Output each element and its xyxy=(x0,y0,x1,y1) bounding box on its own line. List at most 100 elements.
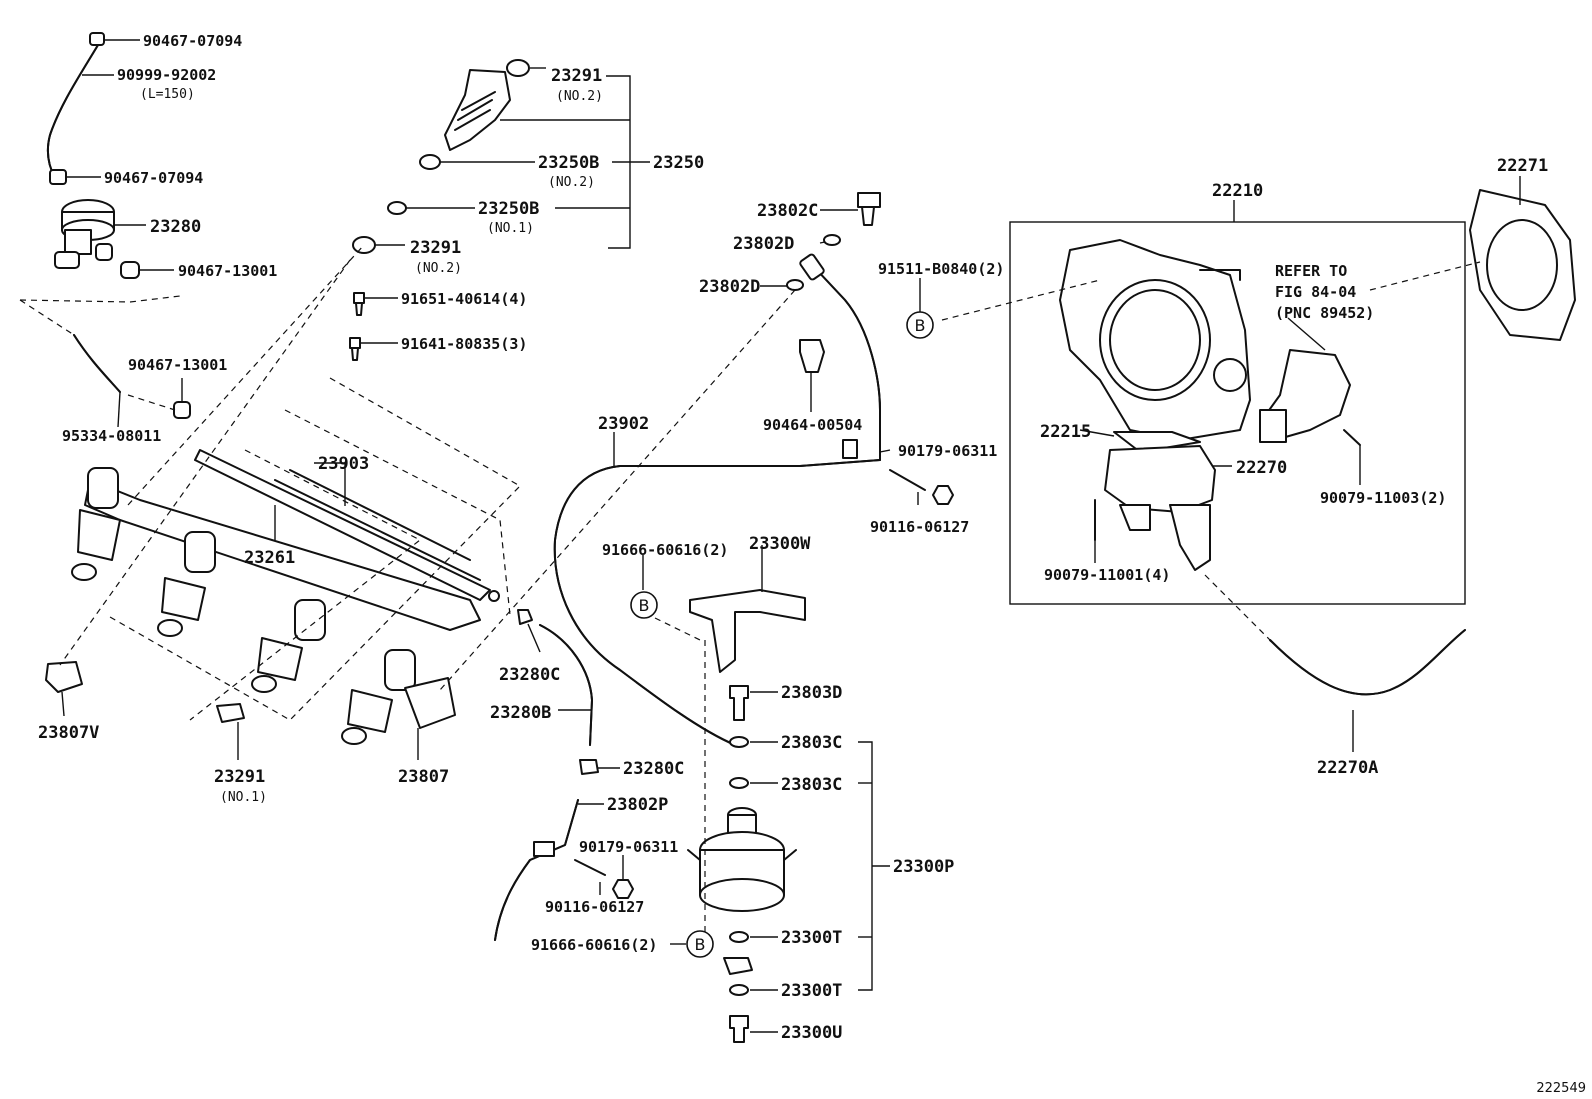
gasket-22271 xyxy=(1469,189,1576,341)
label-23300t-a: 23300T xyxy=(781,928,842,948)
label-23902: 23902 xyxy=(598,414,649,434)
note-l-150: (L=150) xyxy=(140,87,195,102)
part-drawings xyxy=(45,32,1576,1043)
label-23807: 23807 xyxy=(398,767,449,787)
idle-air-control-22270 xyxy=(1104,445,1216,571)
label-23300w: 23300W xyxy=(749,534,811,554)
ref-marker-b-top: B xyxy=(906,311,934,339)
pressure-regulator xyxy=(54,199,115,269)
label-90079-11003: 90079-11003(2) xyxy=(1320,489,1446,507)
pipe-union xyxy=(799,253,825,281)
note-23291-bot: (NO.1) xyxy=(220,790,267,805)
nut-90179-b xyxy=(612,879,634,899)
throttle-body-22210 xyxy=(1059,239,1251,441)
label-22271: 22271 xyxy=(1497,156,1548,176)
gasket-23300t-b xyxy=(729,984,749,996)
label-23802p: 23802P xyxy=(607,795,668,815)
label-90467-13001-a: 90467-13001 xyxy=(178,262,277,280)
filter-bracket-23300w xyxy=(689,589,806,673)
label-23291-mid: 23291 xyxy=(410,238,461,258)
gasket-23300t-a xyxy=(729,931,749,943)
label-23903: 23903 xyxy=(318,454,369,474)
note-23250b-no1: (NO.1) xyxy=(487,221,534,236)
label-23280c-a: 23280C xyxy=(499,665,560,685)
leader-lines xyxy=(61,39,1521,1033)
refer-note-line2: FIG 84-04 xyxy=(1275,283,1356,301)
label-90464-00504: 90464-00504 xyxy=(763,416,862,434)
label-90467-13001-b: 90467-13001 xyxy=(128,356,227,374)
union-bolt-23802c xyxy=(857,192,881,226)
part-labels: 90467-07094 90999-92002 (L=150) 90467-07… xyxy=(38,32,1548,1043)
bolt-91641 xyxy=(349,337,361,361)
throttle-body-box xyxy=(1009,221,1466,605)
fuel-rail-assembly xyxy=(71,449,500,745)
label-90116-06127-a: 90116-06127 xyxy=(870,518,969,536)
label-23280: 23280 xyxy=(150,217,201,237)
diagram-id: 222549 xyxy=(1536,1081,1586,1096)
svg-text:B: B xyxy=(639,596,650,615)
bracket-lines xyxy=(500,75,890,991)
pipe-bracket xyxy=(842,439,858,459)
label-91651-40614: 91651-40614(4) xyxy=(401,290,527,308)
bolt-91651 xyxy=(353,292,365,316)
note-23291-mid: (NO.2) xyxy=(415,261,462,276)
ref-marker-b-mid: B xyxy=(630,591,658,619)
label-23261: 23261 xyxy=(244,548,295,568)
hose-clamp-mid xyxy=(49,169,67,185)
ref-marker-b-bottom: B xyxy=(686,930,714,958)
label-22270a: 22270A xyxy=(1317,758,1378,778)
hose-clamp-regulator xyxy=(120,261,140,279)
label-90116-06127-b: 90116-06127 xyxy=(545,898,644,916)
label-23291-bot: 23291 xyxy=(214,767,265,787)
clip-23280c-b xyxy=(579,759,599,775)
screw-90079-11003 xyxy=(1343,429,1361,446)
gasket-23802d-a xyxy=(823,234,841,246)
water-hose-22270a xyxy=(1269,629,1466,696)
label-90467-07094-b: 90467-07094 xyxy=(104,169,203,187)
label-23280b: 23280B xyxy=(490,703,551,723)
hose-clamp-return xyxy=(173,401,191,419)
svg-text:B: B xyxy=(695,935,706,954)
o-ring-23250b-no2 xyxy=(419,154,441,170)
label-23300p: 23300P xyxy=(893,857,954,877)
clip-23280c-a xyxy=(517,609,533,625)
label-22210: 22210 xyxy=(1212,181,1263,201)
label-91511-b0840: 91511-B0840(2) xyxy=(878,260,1004,278)
o-ring-23291-bottom xyxy=(216,703,245,723)
stud-90116-b xyxy=(574,859,606,876)
throttle-position-sensor xyxy=(1259,349,1351,443)
union-bolt-23803d xyxy=(729,685,749,721)
label-23802d-b: 23802D xyxy=(699,277,760,297)
label-91666-60616-a: 91666-60616(2) xyxy=(602,541,728,559)
gasket-22215 xyxy=(1113,431,1201,453)
o-ring-23291-mid xyxy=(352,236,376,254)
label-90179-06311-b: 90179-06311 xyxy=(579,838,678,856)
label-23250b-no1: 23250B xyxy=(478,199,539,219)
injector-top xyxy=(444,69,511,151)
label-23803d: 23803D xyxy=(781,683,842,703)
label-23803c-b: 23803C xyxy=(781,775,842,795)
gasket-23803c-a xyxy=(729,736,749,748)
vacuum-hose xyxy=(46,44,99,179)
nut-90179-a xyxy=(932,485,954,505)
label-22215: 22215 xyxy=(1040,422,1091,442)
pipe-clamp-90464 xyxy=(799,339,825,373)
svg-text:B: B xyxy=(915,316,926,335)
note-23291-top: (NO.2) xyxy=(556,89,603,104)
hose-clamp-top xyxy=(89,32,105,46)
refer-note-line1: REFER TO xyxy=(1275,262,1347,280)
label-90179-06311-a: 90179-06311 xyxy=(898,442,997,460)
fuel-pipe-23802p xyxy=(494,799,579,941)
fuel-filter-23300p xyxy=(687,807,797,912)
label-90079-11001: 90079-11001(4) xyxy=(1044,566,1170,584)
label-23291-top: 23291 xyxy=(551,66,602,86)
label-22270: 22270 xyxy=(1236,458,1287,478)
label-23807v: 23807V xyxy=(38,723,99,743)
filter-union xyxy=(723,957,753,975)
label-23250: 23250 xyxy=(653,153,704,173)
dashed-guides xyxy=(19,244,1481,940)
o-ring-23291-top xyxy=(506,59,530,77)
union-bolt-23300u xyxy=(729,1015,749,1043)
label-23802d-a: 23802D xyxy=(733,234,794,254)
